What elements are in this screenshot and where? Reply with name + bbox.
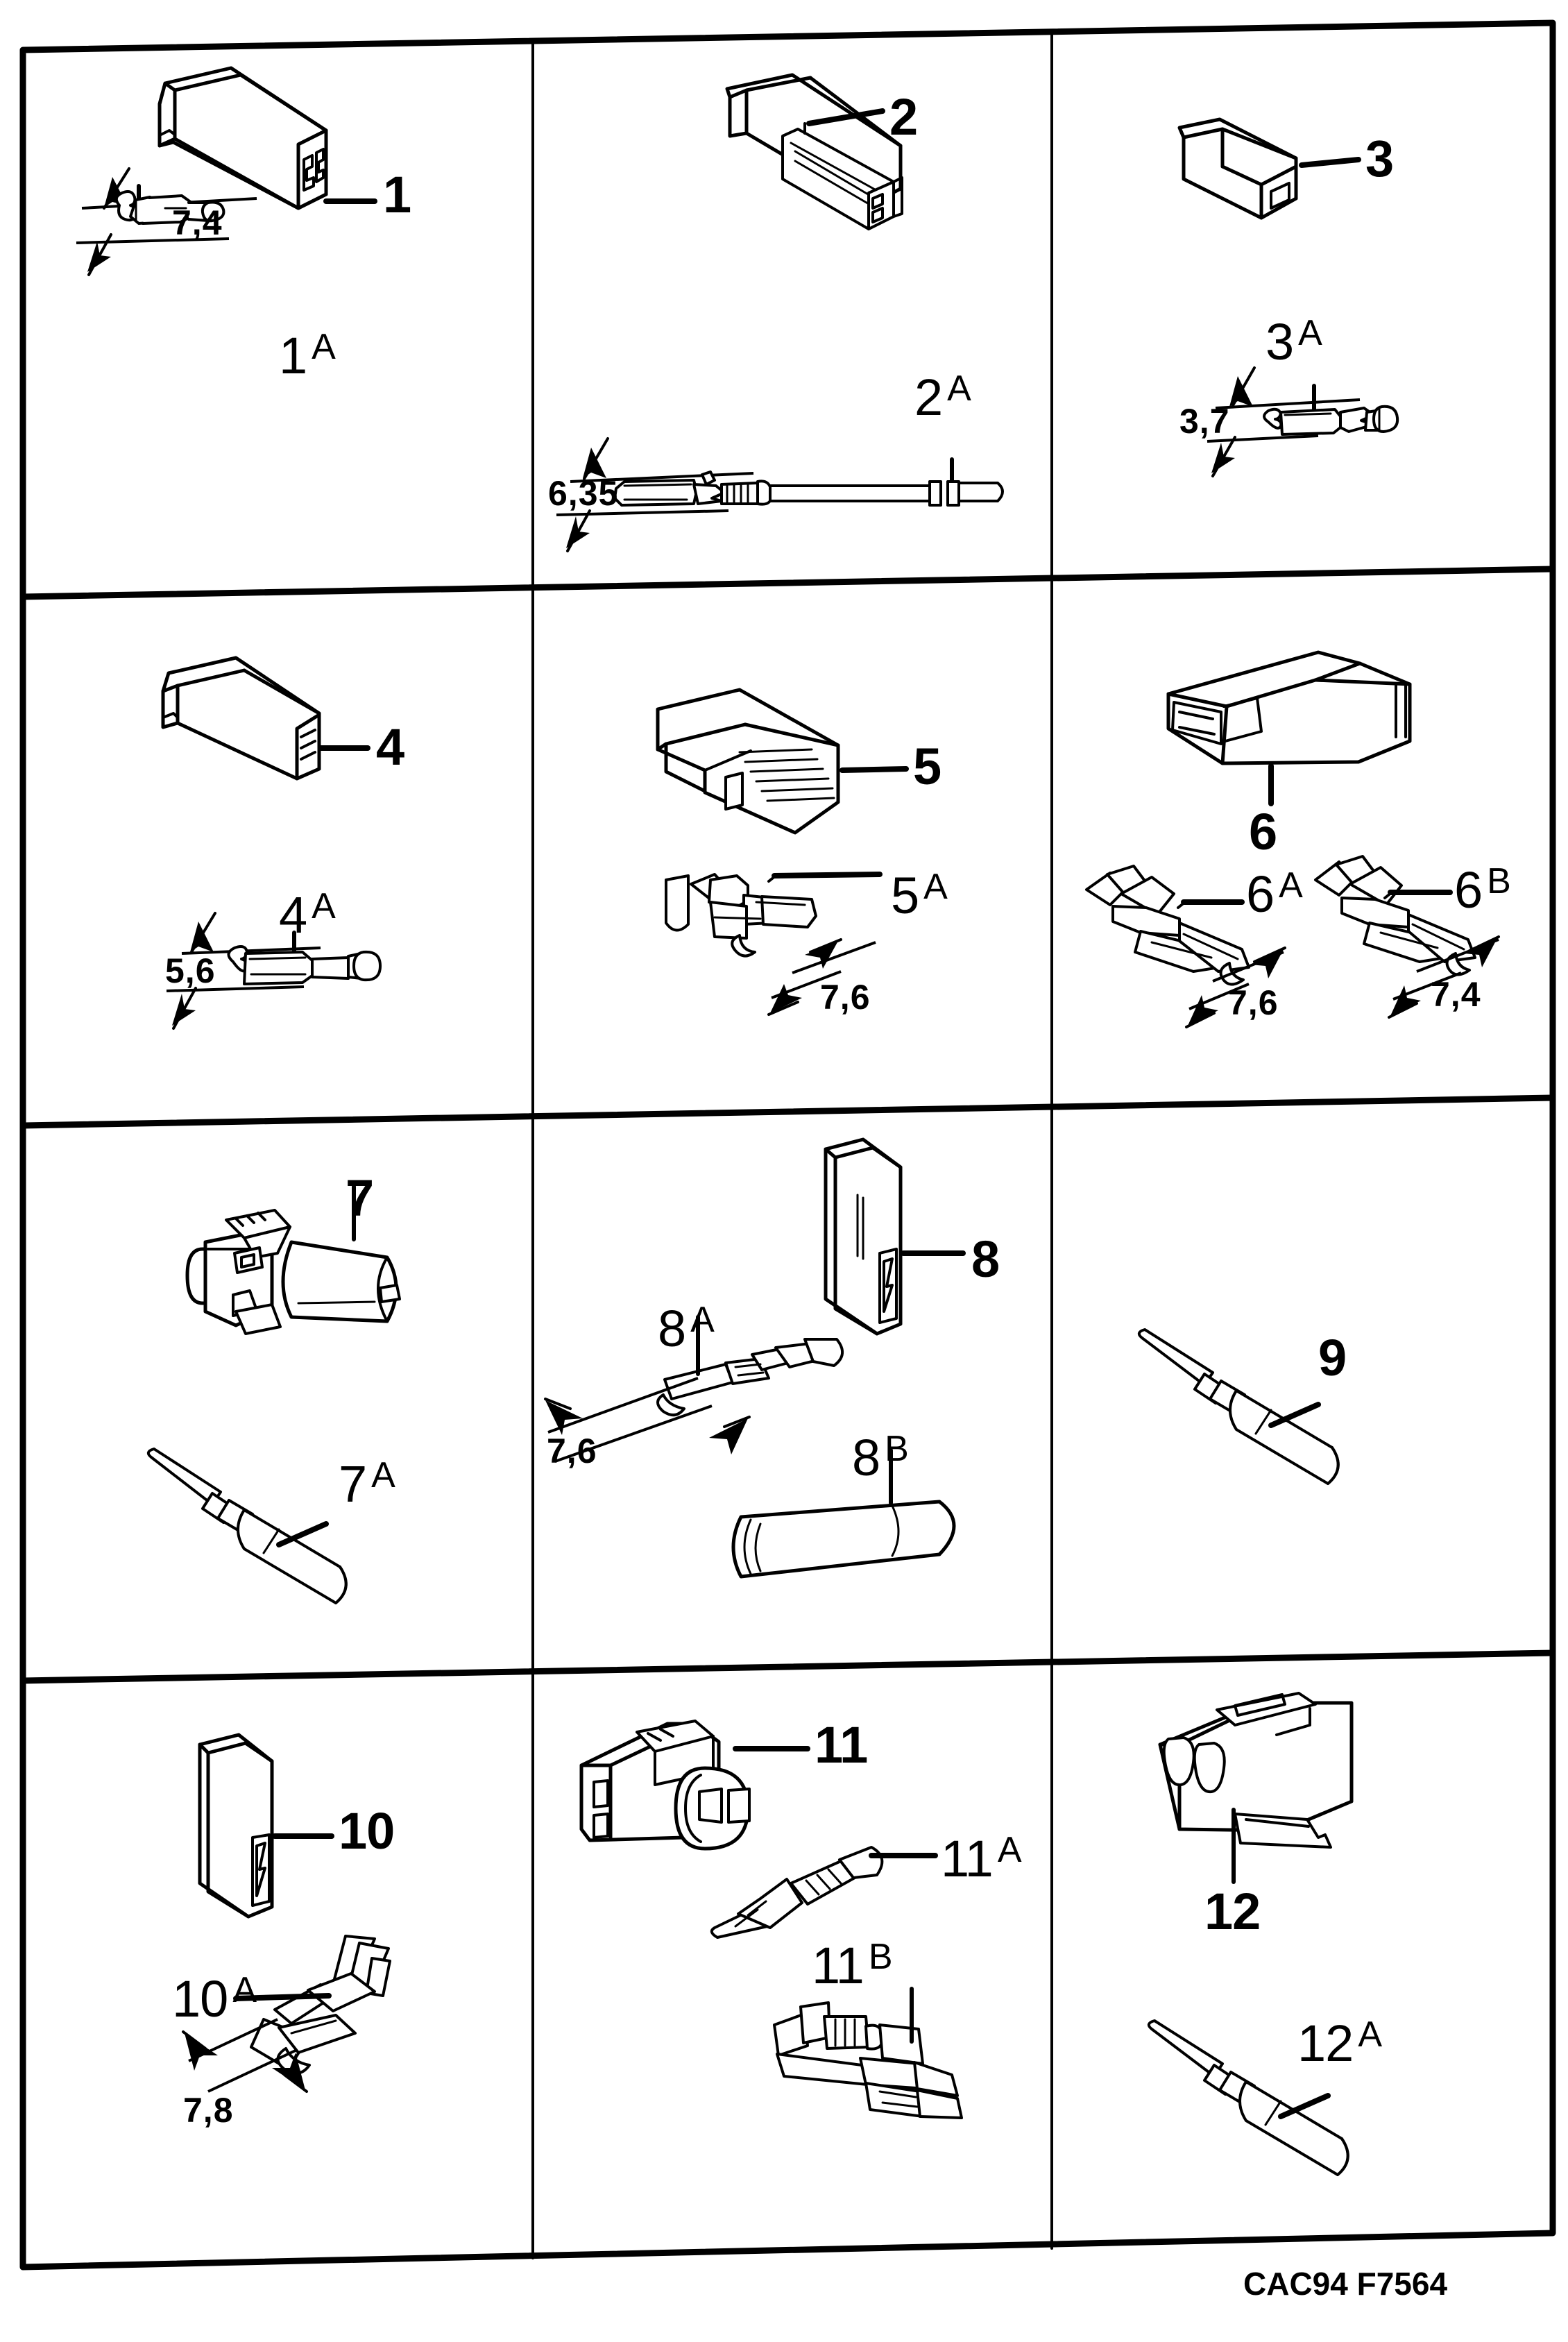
dimension-10a: 7,8 xyxy=(183,2091,234,2130)
part-number: 12 xyxy=(1297,2014,1354,2072)
dimension-6b: 7,4 xyxy=(1431,975,1481,1014)
terminal-4a xyxy=(227,945,382,985)
part-label-2a: 2 A xyxy=(914,368,971,427)
part-suffix: A xyxy=(997,1830,1022,1870)
dimension-6a: 7,6 xyxy=(1228,983,1279,1022)
dimension-5a: 7,6 xyxy=(820,978,871,1017)
cell-1-artwork xyxy=(76,66,377,276)
terminal-11a xyxy=(710,1846,938,1939)
cell-11-artwork xyxy=(579,1720,963,2119)
part-suffix: A xyxy=(1358,2014,1382,2055)
part-suffix: B xyxy=(1487,861,1511,901)
cell-5-artwork xyxy=(656,688,909,1016)
part-number: 11 xyxy=(941,1830,994,1887)
terminal-1a xyxy=(114,190,225,225)
part-number: 11 xyxy=(812,1937,864,1994)
terminal-5a xyxy=(665,872,883,958)
part-label-8a: 8 A xyxy=(658,1299,715,1358)
insulating-sleeve-8b xyxy=(731,1448,956,1579)
part-label-7: 7 xyxy=(346,1169,374,1227)
part-label-6b: 6 B xyxy=(1454,860,1511,919)
part-suffix: A xyxy=(923,867,948,907)
terminal-3a xyxy=(1263,405,1399,436)
part-suffix: A xyxy=(232,1970,257,2010)
plate-caption: CAC94 F7564 xyxy=(1243,2266,1448,2302)
part-suffix: A xyxy=(312,327,336,367)
part-suffix: A xyxy=(1279,865,1303,906)
part-label-5: 5 xyxy=(913,738,941,795)
terminal-11b xyxy=(773,1987,963,2119)
cell-2-artwork xyxy=(556,73,1004,552)
part-label-3: 3 xyxy=(1365,130,1394,187)
part-suffix: A xyxy=(371,1455,395,1495)
part-suffix: B xyxy=(885,1429,909,1469)
part-label-6a: 6 A xyxy=(1246,865,1303,924)
cell-12-artwork xyxy=(1147,1692,1354,2176)
part-label-3a: 3 A xyxy=(1266,312,1322,371)
cell-6-artwork xyxy=(1085,650,1500,1028)
part-label-10: 10 xyxy=(339,1802,395,1860)
terminal-10a xyxy=(233,1935,391,2075)
dimension-3a: 3,7 xyxy=(1179,402,1230,441)
cell-4-artwork xyxy=(161,656,382,1030)
part-number: 10 xyxy=(172,1970,228,2028)
terminal-6a xyxy=(1085,865,1250,986)
part-number: 4 xyxy=(279,886,307,944)
part-label-12: 12 xyxy=(1204,1883,1261,1940)
part-suffix: A xyxy=(1298,313,1322,353)
part-label-9: 9 xyxy=(1318,1329,1347,1386)
part-label-6: 6 xyxy=(1249,803,1277,860)
part-suffix: B xyxy=(868,1937,893,1977)
part-label-1a: 1 A xyxy=(279,326,336,385)
plate-border xyxy=(19,19,1556,2271)
part-label-11b: 11 B xyxy=(812,1936,893,1995)
cell-7-artwork xyxy=(146,1185,401,1604)
part-suffix: A xyxy=(312,886,336,926)
dimension-8a: 7,6 xyxy=(547,1432,597,1470)
part-label-12a: 12 A xyxy=(1297,2014,1382,2073)
cell-10-artwork xyxy=(182,1733,391,2093)
part-label-11: 11 xyxy=(815,1716,868,1774)
part-number: 8 xyxy=(658,1300,686,1357)
terminal-12a xyxy=(1147,2019,1349,2176)
part-label-8b: 8 B xyxy=(852,1428,909,1487)
part-label-5a: 5 A xyxy=(891,866,948,925)
part-label-10a: 10 A xyxy=(172,1969,257,2028)
cell-8-artwork xyxy=(544,1137,966,1579)
part-label-4a: 4 A xyxy=(279,885,336,944)
part-label-2: 2 xyxy=(889,88,918,146)
part-label-1: 1 xyxy=(383,166,411,223)
part-number: 2 xyxy=(914,368,943,426)
part-number: 5 xyxy=(891,867,919,924)
part-number: 3 xyxy=(1266,313,1294,371)
dimension-2a: 6,35 xyxy=(548,474,619,513)
terminal-9 xyxy=(1137,1328,1340,1485)
part-label-8: 8 xyxy=(971,1230,1000,1288)
part-number: 6 xyxy=(1246,865,1275,923)
part-number: 8 xyxy=(852,1429,880,1486)
terminal-7a xyxy=(146,1448,348,1604)
part-label-11a: 11 A xyxy=(941,1829,1022,1888)
cell-9-artwork xyxy=(1137,1328,1340,1485)
dimension-1a: 7,4 xyxy=(172,203,223,242)
part-number: 7 xyxy=(339,1455,367,1513)
part-number: 1 xyxy=(279,327,307,384)
terminal-8a xyxy=(656,1315,844,1417)
part-suffix: A xyxy=(690,1300,715,1340)
part-label-4: 4 xyxy=(376,718,404,776)
terminal-2a xyxy=(613,470,1004,507)
dimension-4a: 5,6 xyxy=(165,951,216,990)
part-number: 6 xyxy=(1454,861,1483,919)
part-suffix: A xyxy=(947,368,971,409)
cell-3-artwork xyxy=(1177,117,1399,477)
part-label-7a: 7 A xyxy=(339,1454,395,1513)
